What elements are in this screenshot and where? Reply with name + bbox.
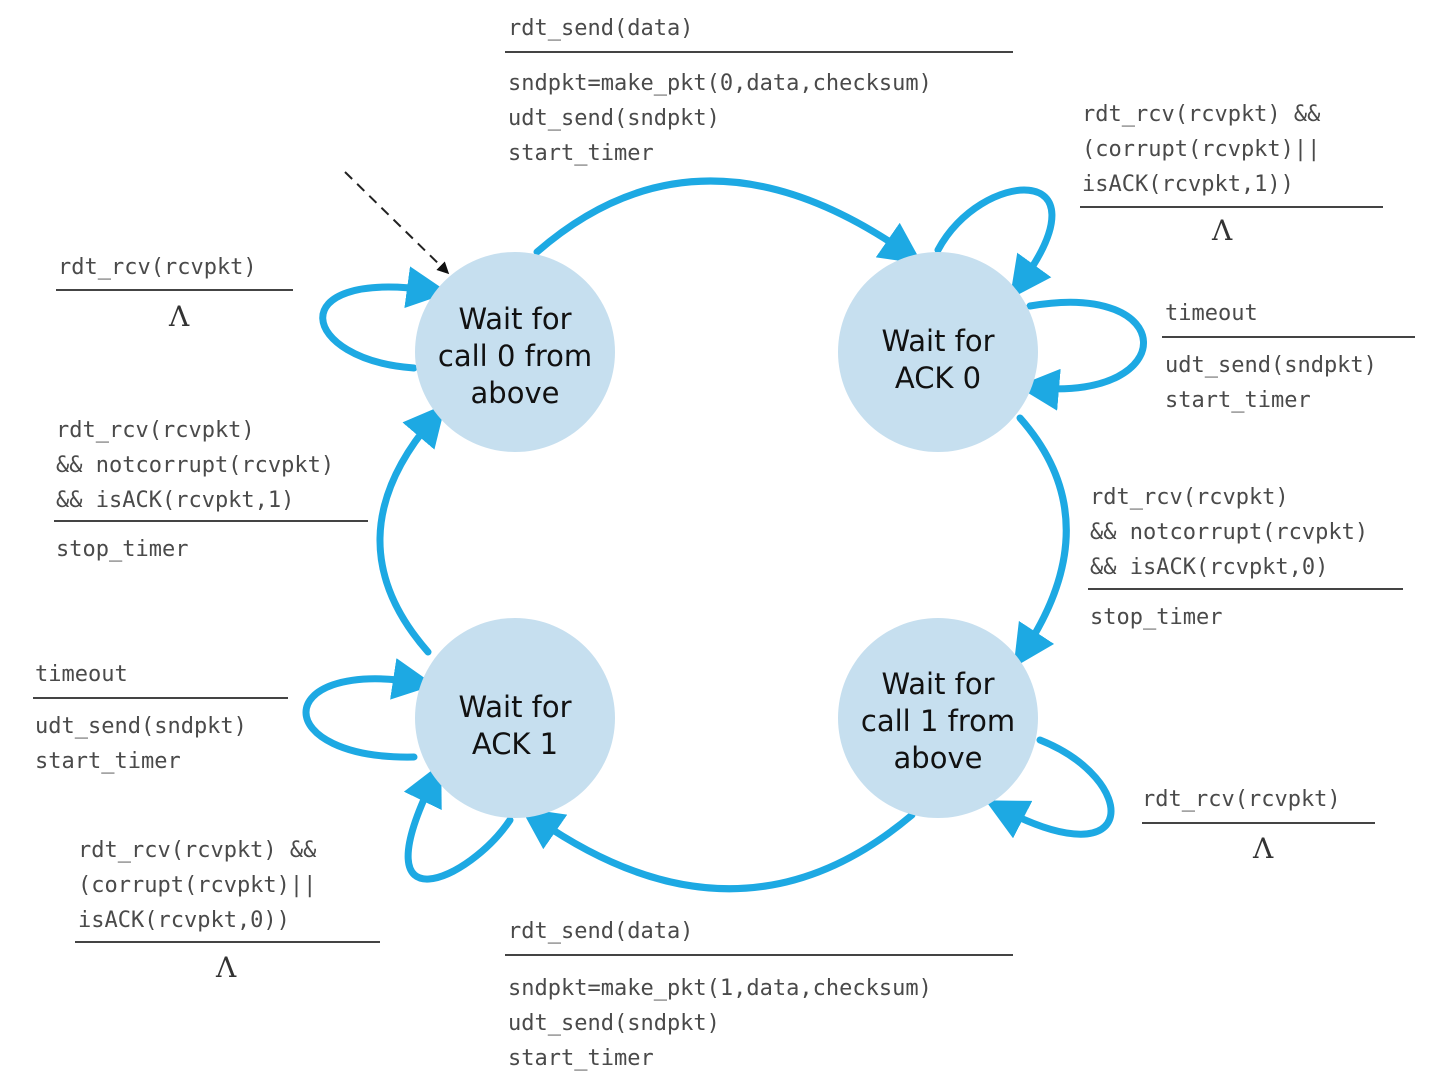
label-ack0-timeout: timeout udt_send(sndpkt) start_timer <box>1162 301 1415 413</box>
lambda-action: Λ <box>215 951 237 984</box>
action-text: start_timer <box>508 141 654 166</box>
action-text: start_timer <box>508 1046 654 1071</box>
event-text: timeout <box>35 662 128 687</box>
selfloop-ack1-timeout <box>302 658 435 761</box>
label-ack0-to-call1: rdt_rcv(rcvpkt) && notcorrupt(rcvpkt) &&… <box>1088 485 1403 630</box>
event-text: rdt_rcv(rcvpkt) <box>1090 485 1289 510</box>
event-text: rdt_rcv(rcvpkt) && <box>1082 102 1321 127</box>
action-text: udt_send(sndpkt) <box>1165 353 1377 378</box>
event-text: rdt_rcv(rcvpkt) <box>58 255 257 280</box>
edge-ack1-to-call0 <box>376 403 446 656</box>
event-text: && notcorrupt(rcvpkt) <box>1090 520 1368 545</box>
edge-ack0-to-call1 <box>1013 414 1070 668</box>
lambda-action: Λ <box>1252 832 1274 865</box>
label-bottom-send1: rdt_send(data) sndpkt=make_pkt(1,data,ch… <box>505 919 1013 1071</box>
selfloop-call1 <box>985 736 1115 839</box>
event-text: (corrupt(rcvpkt)|| <box>78 873 316 898</box>
event-text: rdt_rcv(rcvpkt) <box>1142 787 1341 812</box>
event-text: rdt_send(data) <box>508 919 693 944</box>
edge-call0-to-ack0 <box>533 177 923 264</box>
event-text: && notcorrupt(rcvpkt) <box>56 453 334 478</box>
event-text: isACK(rcvpkt,1)) <box>1082 172 1294 197</box>
state-label-line: Wait for <box>881 324 994 358</box>
lambda-action: Λ <box>168 300 190 333</box>
edge-call1-to-ack1 <box>520 808 916 893</box>
action-text: stop_timer <box>1090 605 1222 630</box>
state-label-line: ACK 0 <box>895 361 981 395</box>
event-text: rdt_rcv(rcvpkt) && <box>78 838 317 863</box>
selfloop-ack0-timeout <box>1017 298 1147 411</box>
selfloop-ack0-rcv <box>934 186 1056 300</box>
label-call0-selfloop: rdt_rcv(rcvpkt) Λ <box>56 255 293 333</box>
state-wait-ack1: Wait for ACK 1 <box>415 618 615 818</box>
action-text: udt_send(sndpkt) <box>35 714 247 739</box>
label-top-send0: rdt_send(data) sndpkt=make_pkt(0,data,ch… <box>505 16 1013 166</box>
event-text: && isACK(rcvpkt,0) <box>1090 555 1328 580</box>
action-text: udt_send(sndpkt) <box>508 1011 720 1036</box>
action-text: udt_send(sndpkt) <box>508 106 720 131</box>
state-label-line: call 0 from <box>438 339 592 373</box>
state-wait-call1: Wait for call 1 from above <box>838 618 1038 818</box>
action-text: sndpkt=make_pkt(0,data,checksum) <box>508 71 932 96</box>
state-label-line: Wait for <box>458 302 571 336</box>
label-call1-selfloop: rdt_rcv(rcvpkt) Λ <box>1142 787 1375 865</box>
state-label-line: above <box>894 741 983 775</box>
state-label-line: call 1 from <box>861 704 1015 738</box>
selfloop-call0 <box>319 266 449 372</box>
label-ack1-selfloop-rcv: rdt_rcv(rcvpkt) && (corrupt(rcvpkt)|| is… <box>75 838 380 984</box>
action-text: start_timer <box>35 749 181 774</box>
action-text: start_timer <box>1165 388 1311 413</box>
label-ack1-timeout: timeout udt_send(sndpkt) start_timer <box>33 662 288 774</box>
event-text: timeout <box>1165 301 1258 326</box>
state-wait-call0: Wait for call 0 from above <box>415 252 615 452</box>
action-text: stop_timer <box>56 537 188 562</box>
label-ack0-selfloop-rcv: rdt_rcv(rcvpkt) && (corrupt(rcvpkt)|| is… <box>1080 102 1383 247</box>
action-text: sndpkt=make_pkt(1,data,checksum) <box>508 976 932 1001</box>
lambda-action: Λ <box>1211 214 1233 247</box>
event-text: isACK(rcvpkt,0)) <box>78 908 290 933</box>
event-text: && isACK(rcvpkt,1) <box>56 488 294 513</box>
state-label-line: ACK 1 <box>472 727 558 761</box>
label-ack1-to-call0: rdt_rcv(rcvpkt) && notcorrupt(rcvpkt) &&… <box>54 418 368 562</box>
initial-state-arrow <box>344 171 450 275</box>
state-label-line: Wait for <box>881 667 994 701</box>
state-label-line: above <box>471 376 560 410</box>
event-text: rdt_rcv(rcvpkt) <box>56 418 255 443</box>
selfloop-ack1-rcv <box>403 763 514 883</box>
state-label-line: Wait for <box>458 690 571 724</box>
event-text: rdt_send(data) <box>508 16 693 41</box>
event-text: (corrupt(rcvpkt)|| <box>1082 137 1320 162</box>
state-wait-ack0: Wait for ACK 0 <box>838 252 1038 452</box>
